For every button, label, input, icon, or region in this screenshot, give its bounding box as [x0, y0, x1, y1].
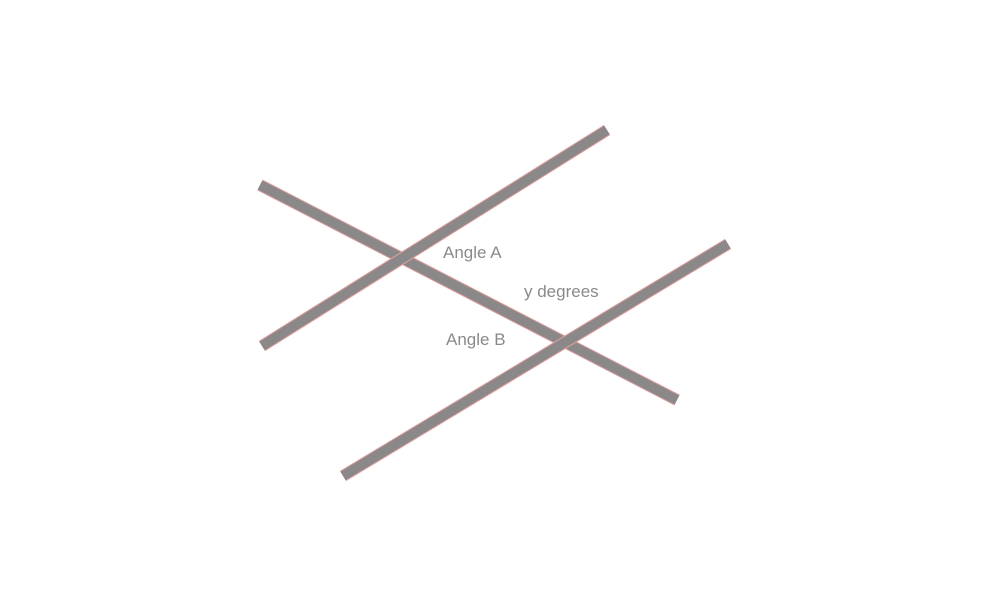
lower-parallel-line-core	[340, 239, 731, 481]
transversal-line-core	[257, 180, 680, 405]
lower-parallel-line	[339, 238, 732, 482]
upper-parallel-line-core	[259, 125, 610, 351]
transversal-line	[257, 179, 680, 406]
y-degrees-label: y degrees	[524, 282, 599, 301]
angle-a-label: Angle A	[443, 243, 502, 262]
upper-parallel-line	[258, 124, 611, 352]
angle-b-label: Angle B	[446, 330, 506, 349]
